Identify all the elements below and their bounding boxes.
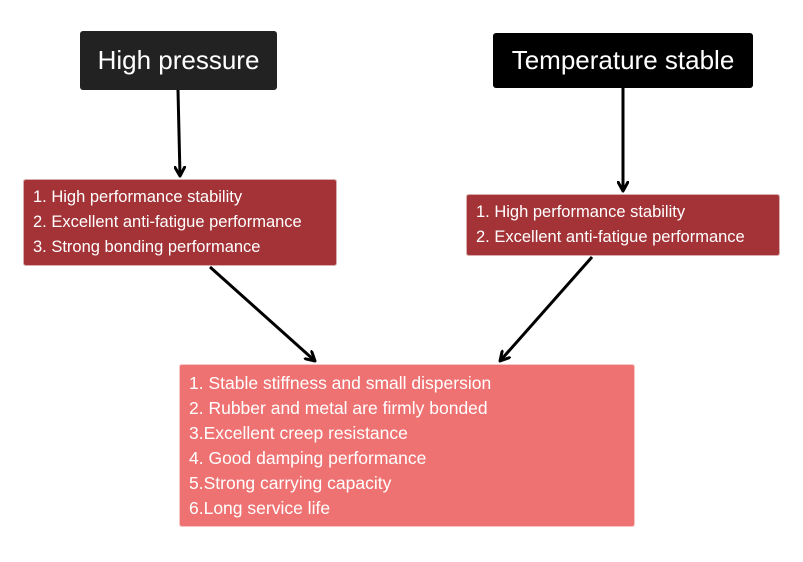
- list-item: 6.Long service life: [189, 498, 331, 518]
- arrow-temperature-benefits-to-results: [500, 256, 594, 361]
- list-item: 4. Good damping performance: [189, 448, 427, 468]
- node-results: 1. Stable stiffness and small dispersion…: [179, 364, 635, 527]
- list-item: 2. Excellent anti-fatigue performance: [33, 213, 302, 231]
- arrow-high-pressure-benefits-to-results: [208, 265, 315, 361]
- list-item: 5.Strong carrying capacity: [189, 473, 392, 493]
- node-temperature-stable-benefits: 1. High performance stability 2. Excelle…: [466, 194, 780, 256]
- list-item: 2. Excellent anti-fatigue performance: [476, 228, 745, 246]
- node-high-pressure: High pressure: [80, 31, 277, 90]
- list-item: 1. Stable stiffness and small dispersion: [189, 373, 492, 393]
- node-temperature-stable: Temperature stable: [493, 33, 753, 88]
- list-item: 3.Excellent creep resistance: [189, 423, 408, 443]
- list-item: 3. Strong bonding performance: [33, 238, 261, 256]
- results-list: 1. Stable stiffness and small dispersion…: [189, 371, 625, 521]
- list-item: 1. High performance stability: [33, 188, 243, 206]
- arrow-high-pressure-to-benefits: [178, 89, 180, 176]
- benefits-list: 1. High performance stability 2. Excelle…: [33, 185, 327, 260]
- benefits-list: 1. High performance stability 2. Excelle…: [476, 200, 770, 250]
- list-item: 1. High performance stability: [476, 203, 686, 221]
- list-item: 2. Rubber and metal are firmly bonded: [189, 398, 488, 418]
- node-high-pressure-benefits: 1. High performance stability 2. Excelle…: [23, 179, 337, 266]
